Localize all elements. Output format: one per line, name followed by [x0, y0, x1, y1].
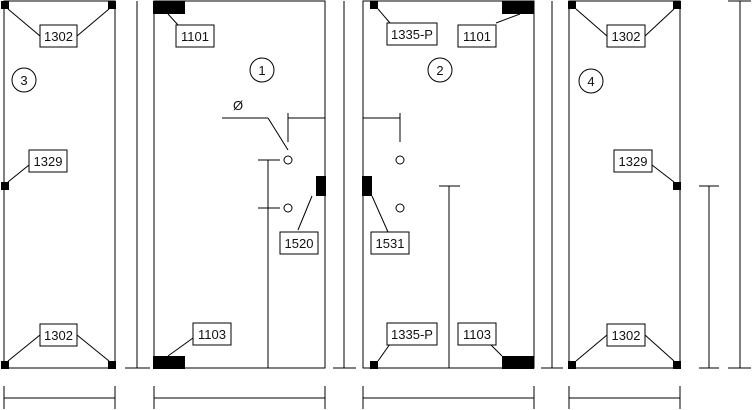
label-1101: 1101 [175, 24, 215, 48]
panel-2: 1335-P 1101 1531 1335-P 1103 2 [362, 0, 535, 369]
label-1531: 1531 [370, 231, 410, 255]
panel-number-2-circle [427, 57, 453, 83]
panel-1-outline [153, 0, 326, 369]
fitting-1101-top-right [502, 1, 534, 14]
label-1302-bottom: 1302 [39, 323, 78, 347]
label-1335p-bottom: 1335-P [386, 322, 438, 346]
label-1103-text: 1103 [198, 327, 226, 342]
handle-hole-lower-right [395, 203, 405, 213]
panel-4: 1302 1329 1302 4 [568, 0, 681, 369]
panel-3: 1302 1329 1302 3 [1, 0, 116, 369]
label-1329-text: 1329 [34, 154, 63, 169]
label-1302-bottom-4: 1302 [606, 323, 646, 347]
label-1302-bottom-text: 1302 [44, 328, 73, 343]
fitting-1302-top-right-4 [673, 1, 681, 9]
fitting-1302-top-right [108, 1, 116, 9]
label-1103-right-text: 1103 [463, 327, 491, 342]
fitting-1302-bottom-left [1, 361, 9, 369]
label-1520: 1520 [279, 231, 319, 255]
label-1302-bottom-4-text: 1302 [612, 328, 641, 343]
fitting-1329-mid-4 [673, 182, 681, 190]
lock-1531 [362, 176, 372, 196]
panel-number-1: 1 [258, 63, 265, 78]
label-1101-right: 1101 [457, 24, 497, 48]
label-1335p-top: 1335-P [386, 22, 438, 46]
panel-1: 1101 1103 1520 Ø 1 [153, 0, 326, 369]
label-1302-top: 1302 [39, 24, 78, 48]
label-1329-4-text: 1329 [619, 154, 648, 169]
label-1101-text: 1101 [181, 29, 209, 44]
label-1520-text: 1520 [285, 236, 314, 251]
fitting-1302-bottom-right-4 [673, 361, 681, 369]
label-1302-top-4: 1302 [606, 24, 646, 48]
handle-hole-upper [283, 155, 293, 165]
label-1101-right-text: 1101 [463, 29, 491, 44]
width-dimensions [3, 386, 681, 409]
fitting-1335p-top [370, 1, 378, 9]
diameter-symbol: Ø [233, 98, 243, 113]
label-1302-top-text: 1302 [44, 29, 73, 44]
panel-number-4-circle [578, 68, 604, 94]
label-1103-right: 1103 [457, 322, 497, 346]
fitting-1302-bottom-right [108, 361, 116, 369]
panel-4-outline [568, 0, 681, 369]
fitting-1103-bottom [153, 356, 185, 369]
label-1103: 1103 [192, 322, 232, 346]
panel-number-3-circle [11, 67, 37, 93]
fitting-1103-bottom-right [502, 356, 534, 369]
fitting-1302-top-left [1, 1, 9, 9]
fitting-1302-bottom-left-4 [568, 361, 576, 369]
fitting-1302-top-left-4 [568, 1, 576, 9]
handle-hole-upper-right [395, 155, 405, 165]
label-1302-top-4-text: 1302 [612, 29, 641, 44]
fitting-1335p-bottom [370, 361, 378, 369]
panel-number-3: 3 [20, 73, 27, 88]
label-1329-4: 1329 [613, 149, 653, 173]
fitting-1101-top [153, 1, 185, 14]
label-1329: 1329 [28, 149, 68, 173]
label-1335p-top-text: 1335-P [391, 27, 433, 42]
handle-hole-lower [283, 203, 293, 213]
fitting-1329-mid [1, 182, 9, 190]
lock-1520 [316, 176, 326, 196]
panel-3-outline [3, 0, 116, 369]
label-1335p-bottom-text: 1335-P [391, 327, 433, 342]
label-1531-text: 1531 [376, 236, 405, 251]
panel-number-2: 2 [436, 63, 443, 78]
panel-number-1-circle [249, 57, 275, 83]
panel-number-4: 4 [587, 74, 594, 89]
